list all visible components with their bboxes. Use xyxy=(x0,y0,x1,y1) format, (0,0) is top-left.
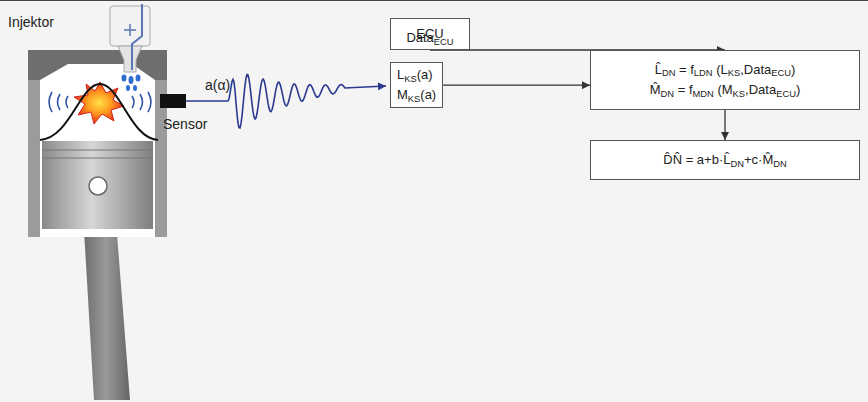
subscript: ECU xyxy=(776,89,796,99)
node-text: D̂N̂ = a+b·L̂DN+c·M̂DN xyxy=(663,150,786,170)
fuel-spray xyxy=(122,75,141,92)
edge-label: DataECU xyxy=(406,30,453,46)
pressure-curve xyxy=(40,84,158,140)
subscript: ECU xyxy=(771,68,791,78)
flame xyxy=(74,82,124,124)
feature-box: LKS(a)MKS(a) xyxy=(390,62,443,108)
top-rule xyxy=(0,0,868,1)
node-text: LKS(a) xyxy=(397,65,433,85)
sound-arc xyxy=(140,94,143,110)
injector-label: Injektor xyxy=(8,14,54,31)
subscript: KS xyxy=(728,68,740,78)
piston-ring xyxy=(42,158,153,159)
fuel-drop xyxy=(133,85,137,91)
fuel-drop xyxy=(129,76,134,84)
piston-ring xyxy=(42,150,153,151)
subscript: KS xyxy=(408,94,420,104)
fuel-drop xyxy=(136,75,141,82)
sound-arc xyxy=(58,94,61,110)
injector-mark xyxy=(124,24,136,36)
sound-arc xyxy=(66,96,68,108)
fuel-drop xyxy=(126,85,130,91)
subscript: DN xyxy=(661,89,675,99)
node-text: MKS(a) xyxy=(397,85,436,105)
piston xyxy=(42,141,153,229)
sound-arc xyxy=(132,96,134,108)
subscript: MDN xyxy=(693,89,714,99)
result-box: D̂N̂ = a+b·L̂DN+c·M̂DN xyxy=(590,140,860,180)
subscript: LDN xyxy=(694,68,713,78)
injector-body xyxy=(110,6,150,46)
signal-wave xyxy=(186,75,386,128)
injector-nozzle xyxy=(118,46,142,72)
subscript: KS xyxy=(733,89,745,99)
sound-arc xyxy=(148,92,151,112)
cylinder-wall xyxy=(28,70,40,237)
signal-label: a(α) xyxy=(205,77,230,94)
piston-pin xyxy=(89,177,107,195)
node-text: L̂DN = fLDN (LKS,DataECU) xyxy=(655,60,796,80)
fuel-line xyxy=(132,4,142,70)
subscript: DN xyxy=(662,68,676,78)
knock-sensor xyxy=(160,94,186,108)
fuel-drop xyxy=(122,75,127,82)
sensor-label: Sensor xyxy=(163,116,207,133)
subscript: DN xyxy=(730,159,744,169)
cylinder-head xyxy=(28,50,167,80)
node-text: M̂DN = fMDN (MKS,DataECU) xyxy=(650,80,800,100)
connector xyxy=(724,110,725,140)
subscript: KS xyxy=(404,74,416,84)
subscript: ECU xyxy=(434,37,454,47)
model-box: L̂DN = fLDN (LKS,DataECU)M̂DN = fMDN (MK… xyxy=(590,50,860,110)
sensor-signal xyxy=(186,75,386,128)
sound-arc xyxy=(49,92,52,112)
sound-waves xyxy=(49,92,151,112)
combustion-chamber xyxy=(40,62,155,237)
subscript: DN xyxy=(773,159,787,169)
connector xyxy=(443,84,590,85)
